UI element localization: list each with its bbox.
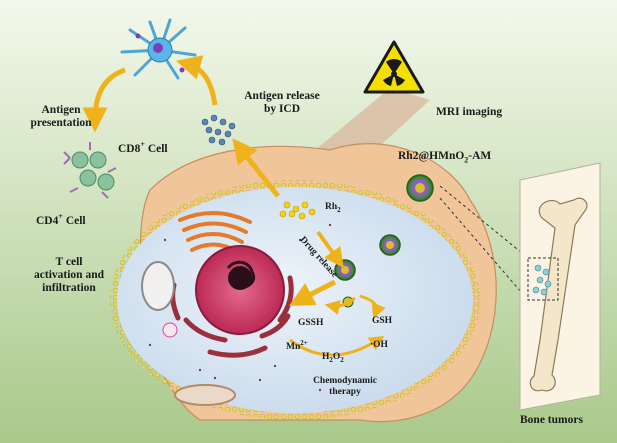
rh2-to-gssh-arrow <box>288 279 337 306</box>
cytoplasm-dots <box>148 223 332 392</box>
antigen-release-arrow <box>232 138 280 198</box>
tcell-activation-label: T cell activation and infiltration <box>34 256 104 294</box>
mitochondria <box>174 384 236 406</box>
bone-icon <box>519 162 601 411</box>
radiation-hazard-icon <box>363 40 425 94</box>
cd8-cell-label: CD8+ Cell <box>118 140 168 155</box>
nucleolus <box>228 266 252 290</box>
h2o2-label: H2O2 <box>322 352 344 364</box>
nanoparticle-icon <box>334 259 356 281</box>
dendritic-cell-icon <box>120 18 197 80</box>
mn2-label: Mn2+ <box>286 339 308 353</box>
zoom-lines <box>439 185 529 301</box>
lysosome <box>141 261 175 311</box>
antigen-presentation-label: Antigen presentation <box>30 104 92 129</box>
fenton-arrow <box>289 336 385 357</box>
rh2-label: Rh2 <box>325 202 341 214</box>
t-cell-icon <box>63 142 117 199</box>
antigen-to-dc-arrow <box>175 55 218 106</box>
chromatin <box>226 260 255 289</box>
gsh-arrow <box>359 294 386 319</box>
drug-release-arrow <box>316 230 344 269</box>
chemodynamic-therapy-label: Chemodynamic therapy <box>313 376 377 397</box>
hydroxyl-radical-label: ·OH <box>370 340 388 350</box>
antigen-dots-icon <box>201 114 236 146</box>
antigen-release-label: Antigen release by ICD <box>244 90 320 115</box>
vesicle <box>162 322 178 338</box>
cd4-cell-label: CD4+ Cell <box>36 212 86 227</box>
mri-imaging-label: MRI imaging <box>436 106 503 118</box>
gsh-label: GSH <box>372 316 393 326</box>
rh2-drug-dots <box>279 201 316 220</box>
nanoparticle-icon <box>379 234 401 256</box>
gssh-arrow <box>324 296 356 315</box>
antigen-presentation-arrow <box>82 67 126 133</box>
gssh-label: GSSH <box>298 318 324 328</box>
nanoparticle-icon <box>406 174 434 202</box>
nanoparticle-label: Rh2@HMnO2-AM <box>398 150 492 165</box>
bone-tumors-label: Bone tumors <box>520 414 583 426</box>
